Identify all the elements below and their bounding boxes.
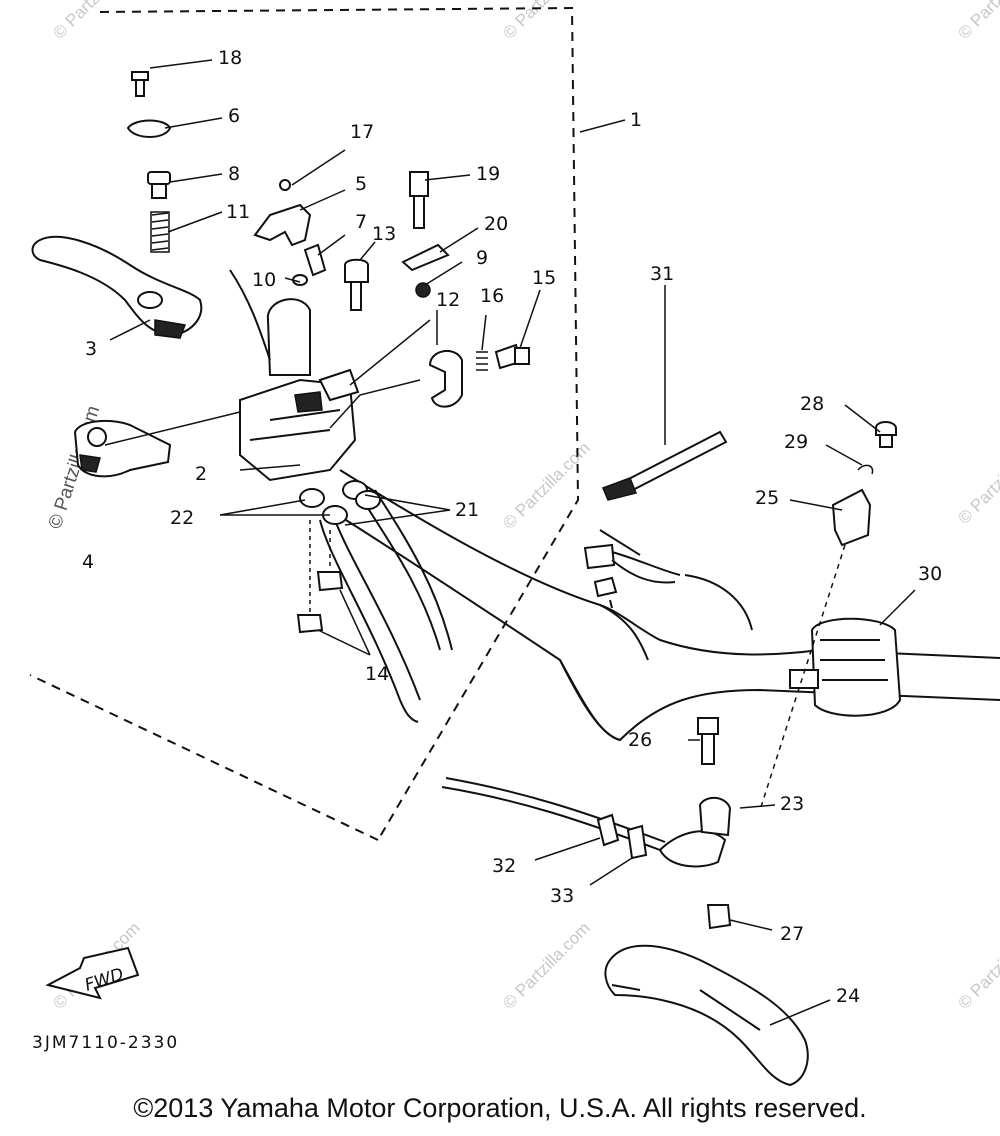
- watermark: © Partzilla.com: [954, 918, 1000, 1012]
- callout-15: 15: [532, 267, 556, 289]
- callout-3: 3: [85, 338, 97, 360]
- watermark: © Partzilla.com: [499, 0, 593, 43]
- callout-17: 17: [350, 121, 374, 143]
- forward-arrow: FWD: [45, 946, 140, 1000]
- brake-lever: [31, 235, 203, 339]
- callout-18: 18: [218, 47, 242, 69]
- callout-6: 6: [228, 105, 240, 127]
- callout-23: 23: [780, 793, 804, 815]
- callout-21: 21: [455, 499, 479, 521]
- callout-13: 13: [372, 223, 396, 245]
- callout-31: 31: [650, 263, 674, 285]
- wiring-leads: [583, 529, 753, 631]
- callout-22: 22: [170, 507, 194, 529]
- watermark: © Partzilla.com: [954, 0, 1000, 43]
- watermark: © Partzilla.com: [49, 0, 143, 43]
- leader-lines: [104, 59, 916, 1026]
- callout-30: 30: [918, 563, 942, 585]
- fasteners-upper: [126, 71, 530, 408]
- watermark: © Partzilla.com: [499, 438, 593, 532]
- callout-11: 11: [226, 201, 250, 223]
- callout-29: 29: [784, 431, 808, 453]
- callout-2: 2: [195, 463, 207, 485]
- handlebar-switch: [789, 617, 902, 717]
- watermark: © Partzilla.com: [499, 918, 593, 1012]
- callout-32: 32: [492, 855, 516, 877]
- callouts: 18 6 8 11 3 4 2 22 17 5 7 10 13 19 20 9 …: [82, 47, 942, 1007]
- callout-8: 8: [228, 163, 240, 185]
- cable-strap: [602, 430, 728, 501]
- brake-hoses: [296, 480, 453, 723]
- callout-33: 33: [550, 885, 574, 907]
- callout-16: 16: [480, 285, 504, 307]
- handlebar: [329, 469, 1000, 742]
- assembly-boundary: [29, 6, 580, 841]
- callout-28: 28: [800, 393, 824, 415]
- lever-holder: [831, 421, 897, 547]
- callout-27: 27: [780, 923, 804, 945]
- watermark: © Partzilla.com: [954, 433, 1000, 527]
- callout-19: 19: [476, 163, 500, 185]
- callout-9: 9: [476, 247, 488, 269]
- callout-1: 1: [630, 109, 642, 131]
- callout-12: 12: [436, 289, 460, 311]
- callout-5: 5: [355, 173, 367, 195]
- callout-24: 24: [836, 985, 860, 1007]
- drawing-code: 3JM7110-2330: [32, 1033, 180, 1053]
- callout-7: 7: [355, 211, 367, 233]
- brake-switch: [73, 420, 172, 478]
- callout-4: 4: [82, 551, 94, 573]
- copyright-notice: ©2013 Yamaha Motor Corporation, U.S.A. A…: [133, 1093, 867, 1123]
- callout-25: 25: [755, 487, 779, 509]
- callout-14: 14: [365, 663, 389, 685]
- callout-26: 26: [628, 729, 652, 751]
- callout-20: 20: [484, 213, 508, 235]
- clutch-lever-assembly: [441, 717, 809, 1087]
- master-cylinder: [229, 269, 360, 482]
- callout-10: 10: [252, 269, 276, 291]
